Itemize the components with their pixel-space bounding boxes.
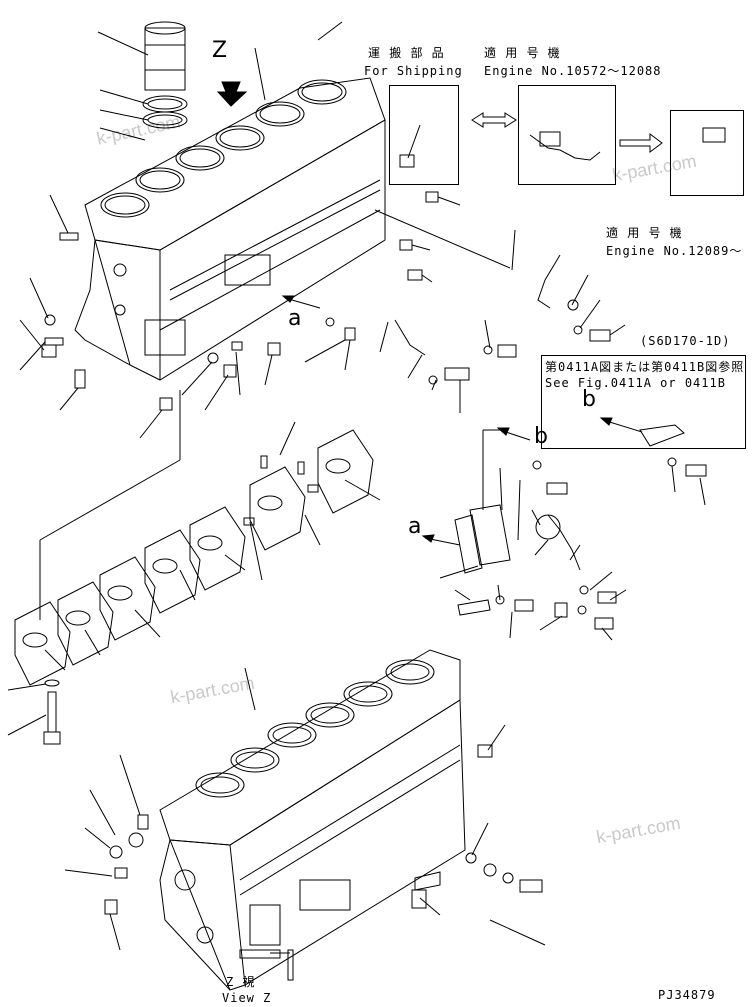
direction-arrows — [281, 295, 643, 546]
reference-box — [541, 355, 746, 449]
applicable-label-jp-1: 適 用 号 機 — [484, 46, 561, 60]
view-label-en: View Z — [222, 991, 272, 1005]
marker-a-upper: a — [288, 306, 302, 331]
reference-label-jp: 第0411A図または第0411B図参照 — [545, 360, 745, 374]
marker-b-plate: b — [534, 424, 548, 449]
cover-plate-assembly — [454, 460, 617, 630]
sensor-parts — [399, 112, 726, 168]
drawing-number: PJ34879 — [658, 988, 716, 1002]
model-label: (S6D170-1D) — [640, 334, 731, 348]
cap-bolt — [43, 679, 61, 745]
leader-lines — [7, 21, 706, 954]
reference-label-en: See Fig.0411A or 0411B — [545, 376, 726, 390]
sensor-new-box — [670, 110, 744, 196]
shipping-label-en: For Shipping — [364, 64, 463, 78]
main-bearing-caps — [14, 429, 374, 686]
shipping-label-jp: 運 搬 部 品 — [368, 46, 445, 60]
upper-cylinder-block — [74, 77, 386, 381]
lower-fittings — [104, 744, 543, 981]
cylinder-liner — [142, 21, 188, 129]
lower-cylinder-block — [159, 649, 466, 991]
shipping-part-box — [389, 85, 459, 185]
view-z-arrow — [216, 81, 248, 107]
applicable-label-jp-2: 適 用 号 機 — [606, 226, 683, 240]
view-z-marker: Z — [212, 38, 228, 63]
engine-range-1: Engine No.10572～12088 — [484, 64, 662, 78]
sensor-old-box — [518, 85, 616, 185]
view-label-jp: Z 視 — [226, 975, 256, 989]
marker-b-ref: b — [582, 387, 596, 412]
engine-range-2: Engine No.12089～ — [606, 244, 743, 258]
marker-a-plate: a — [408, 514, 422, 539]
